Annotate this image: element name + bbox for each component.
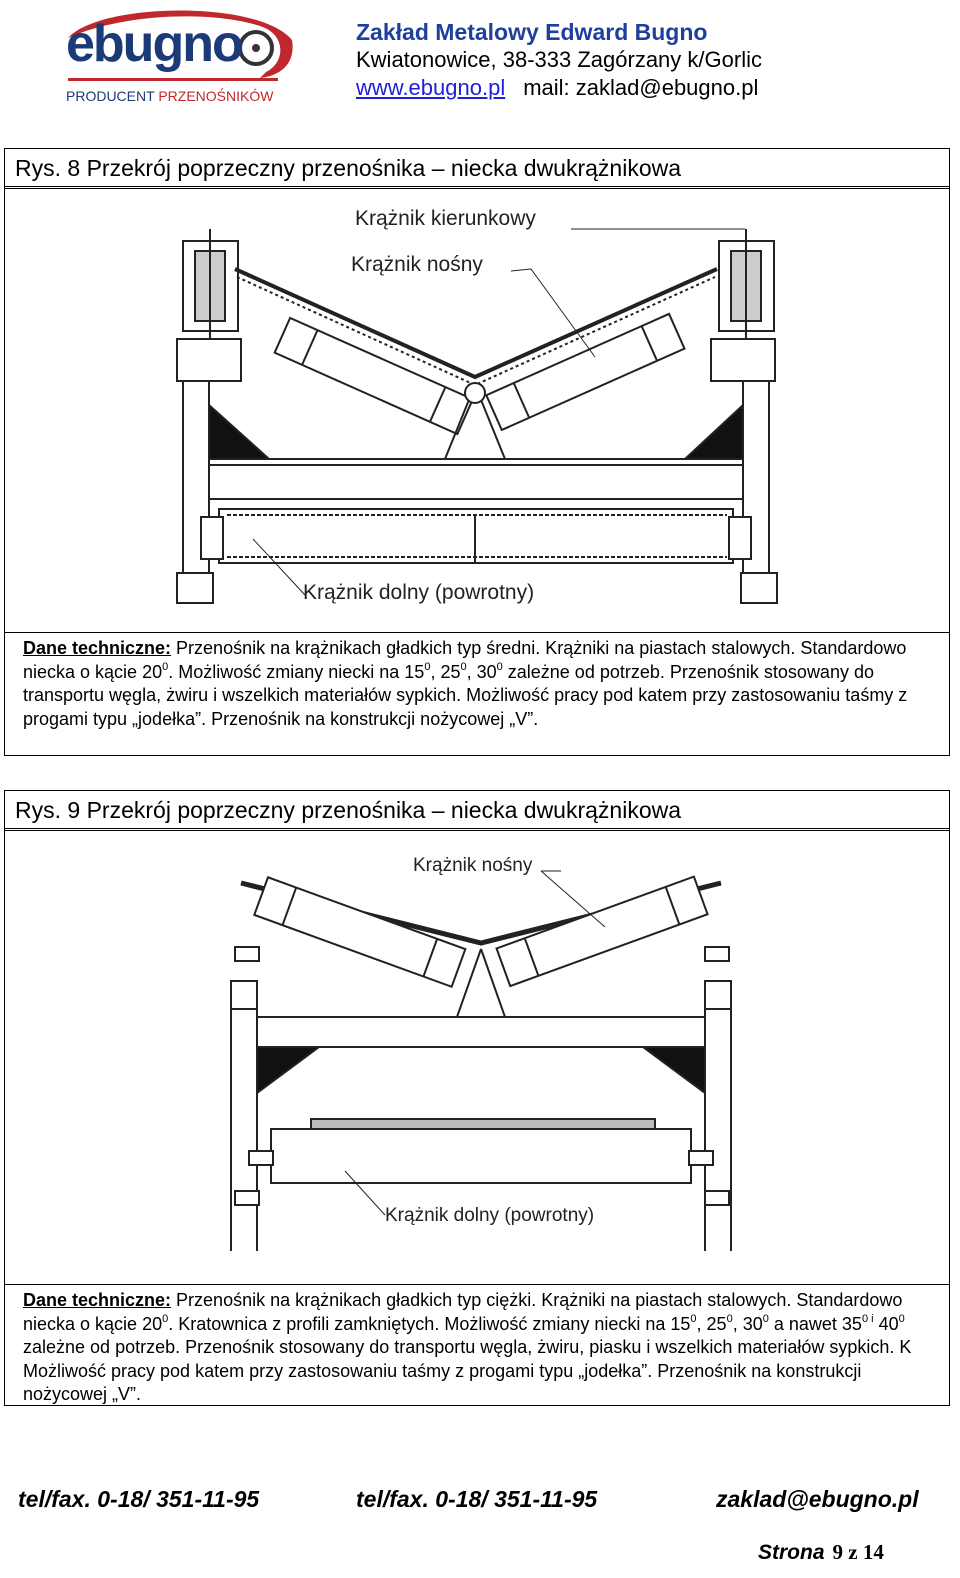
callout-guide-roller: Krążnik kierunkowy <box>355 207 536 230</box>
technical-description-8: Dane techniczne: Przenośnik na krążnikac… <box>23 638 908 729</box>
logo-tagline: PRODUCENT PRZENOŚNIKÓW <box>66 88 274 104</box>
conveyor-cross-section-diagram <box>230 870 732 1251</box>
footer-email[interactable]: zaklad@ebugno.pl <box>716 1486 919 1512</box>
figure-title-8: Rys. 8 Przekrój poprzeczny przenośnika –… <box>5 149 949 189</box>
page-footer: tel/fax. 0-18/ 351-11-95 tel/fax. 0-18/ … <box>0 1486 960 1526</box>
figure-title-9: Rys. 9 Przekrój poprzeczny przenośnika –… <box>5 791 949 831</box>
description-label: Dane techniczne: <box>23 638 172 658</box>
company-name: Zakład Metalowy Edward Bugno <box>356 19 708 45</box>
callout-carrying-roller: Krążnik nośny <box>351 253 483 276</box>
footer-phone-2: tel/fax. 0-18/ 351-11-95 <box>356 1486 598 1512</box>
figure-section-8: Rys. 8 Przekrój poprzeczny przenośnika –… <box>4 148 950 756</box>
technical-description-9: Dane techniczne: Przenośnik na krążnikac… <box>23 1290 912 1404</box>
logo-wordmark: ebugno <box>66 15 244 73</box>
conveyor-drawing-8: Krążnik kierunkowy Krążnik nośny Krążnik… <box>5 189 949 633</box>
logo-swoosh-icon <box>68 10 293 81</box>
company-contact: www.ebugno.pl mail: zaklad@ebugno.pl <box>356 74 876 102</box>
website-link[interactable]: www.ebugno.pl <box>356 75 506 100</box>
callout-return-roller: Krążnik dolny (powrotny) <box>385 1205 595 1226</box>
conveyor-drawing-9: Krążnik nośny Krążnik dolny (powrotny) <box>5 831 949 1285</box>
callout-carrying-roller: Krążnik nośny <box>413 855 533 876</box>
conveyor-cross-section-diagram <box>176 228 778 604</box>
company-logo: ebugno PRODUCENT PRZENOŚNIKÓW <box>60 4 300 104</box>
company-mail: mail: zaklad@ebugno.pl <box>523 75 759 100</box>
page-header: ebugno PRODUCENT PRZENOŚNIKÓW Zakład Met… <box>0 0 960 110</box>
figure-section-9: Rys. 9 Przekrój poprzeczny przenośnika –… <box>4 790 950 1406</box>
company-address: Kwiatonowice, 38-333 Zagórzany k/Gorlic <box>356 47 762 72</box>
footer-phone-1: tel/fax. 0-18/ 351-11-95 <box>18 1486 260 1512</box>
company-info: Zakład Metalowy Edward Bugno Kwiatonowic… <box>356 18 876 102</box>
callout-return-roller: Krążnik dolny (powrotny) <box>303 581 535 604</box>
description-label: Dane techniczne: <box>23 1290 172 1310</box>
